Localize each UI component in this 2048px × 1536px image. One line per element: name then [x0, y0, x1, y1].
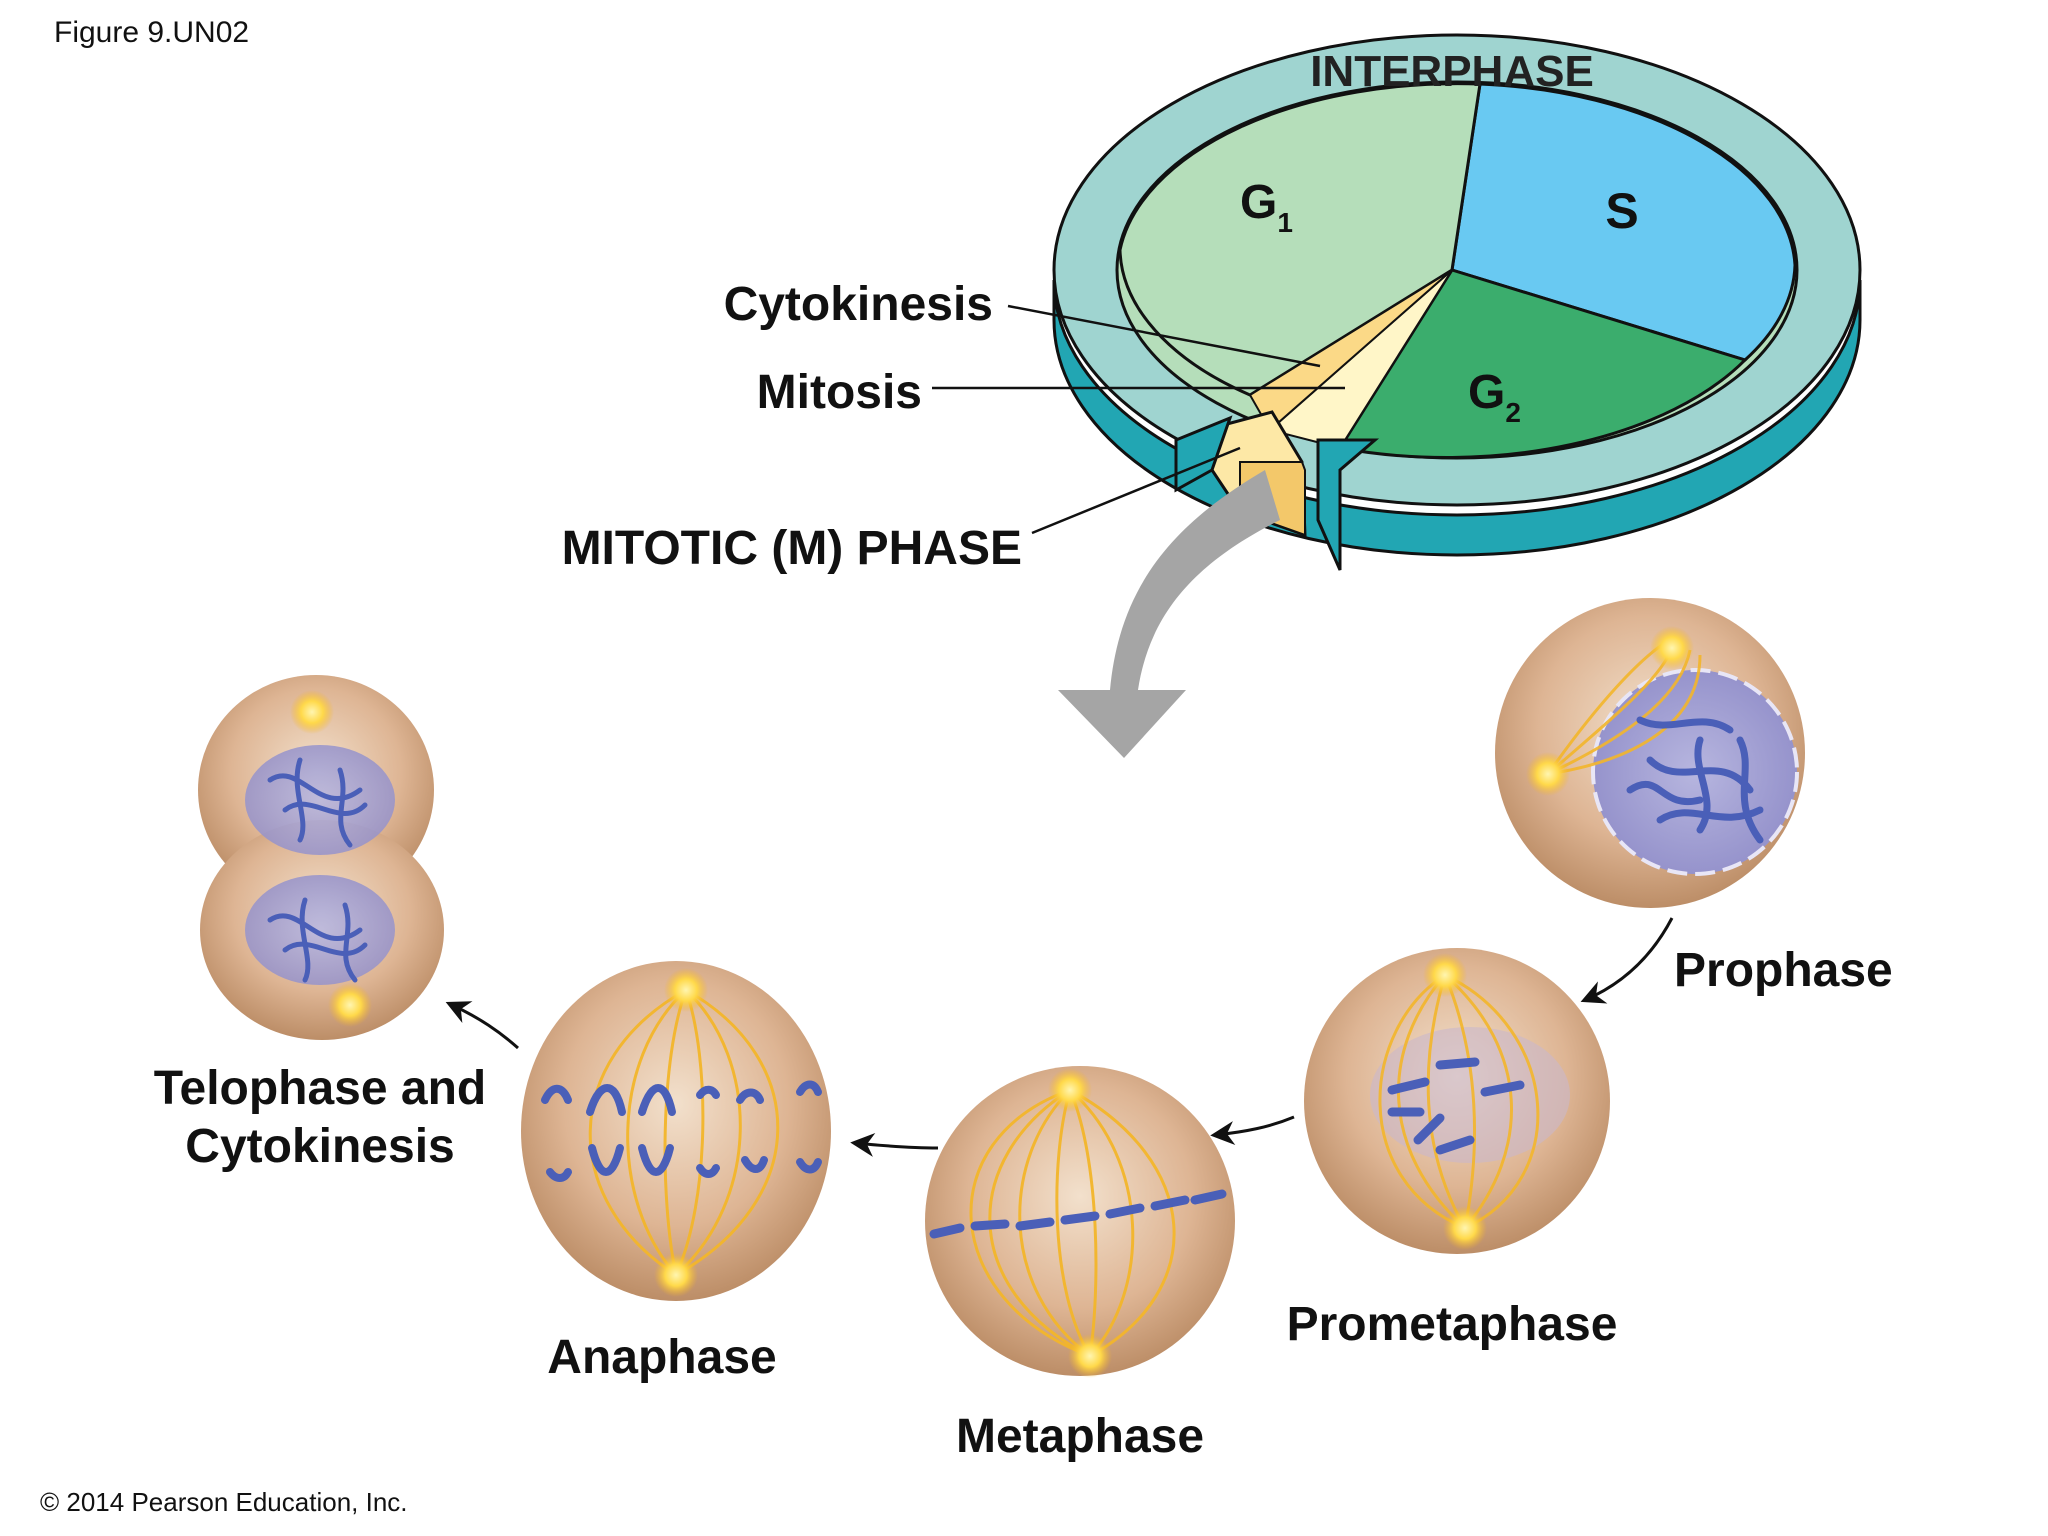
figure-label: Figure 9.UN02: [54, 16, 249, 49]
g2-sector: [1337, 268, 1748, 460]
arrow-to-metaphase: [1210, 1115, 1295, 1146]
prophase-label: Prophase: [1674, 944, 1893, 997]
mitosis-label: Mitosis: [757, 366, 922, 419]
arrow-to-anaphase: [850, 1132, 939, 1157]
prometaphase-label: Prometaphase: [1287, 1298, 1618, 1351]
cytokinesis-wedge: [1248, 269, 1453, 432]
interphase-label: INTERPHASE: [1310, 47, 1594, 96]
cell-cycle-disc: INTERPHASE G1 S G2: [1052, 33, 1862, 571]
metaphase-cell: [925, 1066, 1235, 1378]
telophase-label-line1: Telophase and: [154, 1062, 487, 1115]
cytokinesis-leader: [1007, 304, 1321, 368]
g2-label: G2: [1468, 366, 1521, 428]
cytokinesis-label: Cytokinesis: [724, 278, 993, 331]
g1-label: G1: [1240, 176, 1293, 238]
m-phase-leader: [1031, 446, 1241, 535]
prophase-cell: [1495, 598, 1805, 908]
g1-sector: [1118, 82, 1482, 397]
telophase-cell: [198, 675, 444, 1040]
anaphase-cell: [521, 961, 831, 1301]
anaphase-label: Anaphase: [547, 1331, 776, 1384]
metaphase-label: Metaphase: [956, 1410, 1204, 1463]
prometaphase-cell: [1304, 948, 1610, 1254]
s-sector: [1450, 82, 1797, 362]
arrow-to-telophase: [445, 1001, 519, 1050]
s-label: S: [1605, 183, 1638, 239]
mitosis-expansion-arrow: [1058, 470, 1280, 758]
m-phase-label: MITOTIC (M) PHASE: [562, 522, 1022, 575]
ring-arrow-right: [1316, 438, 1380, 571]
copyright-text: © 2014 Pearson Education, Inc.: [40, 1487, 408, 1517]
arrow-to-prometaphase: [1580, 917, 1674, 1004]
telophase-label-line2: Cytokinesis: [185, 1120, 454, 1173]
